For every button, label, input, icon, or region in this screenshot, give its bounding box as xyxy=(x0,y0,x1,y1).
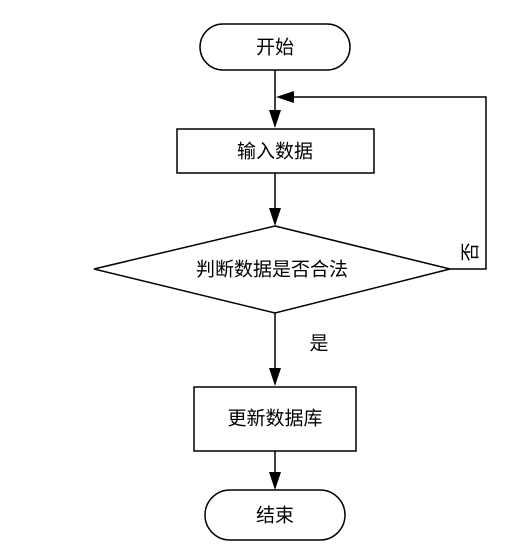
input-node: 输入数据 xyxy=(176,128,375,174)
decision-node: 判断数据是否合法 xyxy=(93,225,451,314)
arrow-decision-no-loop xyxy=(276,91,487,270)
start-label: 开始 xyxy=(256,37,294,59)
arrow-decision-yes xyxy=(269,313,281,386)
decision-label: 判断数据是否合法 xyxy=(196,259,348,281)
start-node: 开始 xyxy=(199,23,351,71)
end-node: 结束 xyxy=(204,489,346,541)
edge-label-yes: 是 xyxy=(309,333,328,355)
arrowhead-icon xyxy=(269,208,281,226)
end-label: 结束 xyxy=(256,505,294,527)
update-node: 更新数据库 xyxy=(193,386,357,452)
arrow-update-to-end xyxy=(269,451,281,490)
arrowhead-icon xyxy=(269,472,281,490)
arrowhead-icon xyxy=(276,91,294,103)
update-process-shape xyxy=(193,386,357,452)
arrowhead-icon xyxy=(269,110,281,128)
end-terminator-shape xyxy=(204,489,346,541)
edge-label-no: 否 xyxy=(460,242,482,261)
input-process-shape xyxy=(176,128,375,174)
update-label: 更新数据库 xyxy=(227,408,322,430)
arrow-start-to-input xyxy=(269,70,281,128)
arrowhead-icon xyxy=(269,368,281,386)
arrow-input-to-decision xyxy=(269,173,281,226)
input-label: 输入数据 xyxy=(237,141,313,163)
